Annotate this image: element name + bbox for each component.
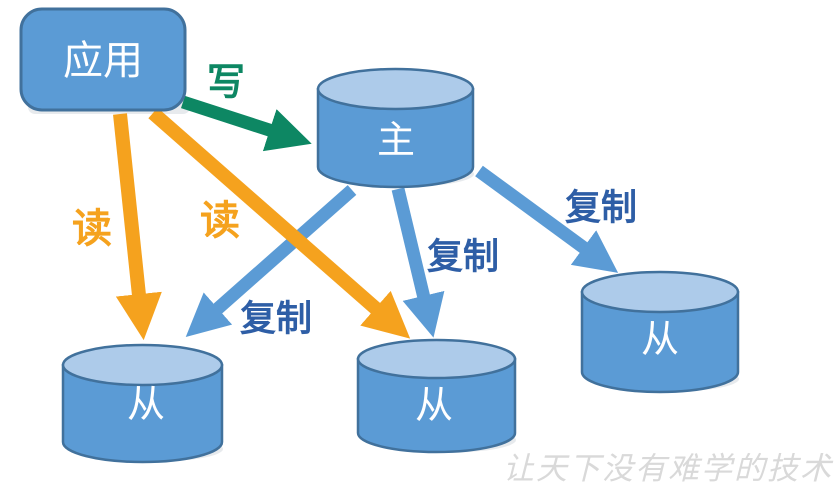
- replicate-label-middle: 复制: [427, 236, 499, 277]
- edge-read-app-to-slave2: [148, 107, 411, 339]
- slave3-cylinder-body-icon: [580, 290, 740, 394]
- replicate-label-left: 复制: [240, 298, 312, 339]
- node-slave1-database: 从: [61, 343, 224, 464]
- slave1-cylinder-body-icon: [61, 363, 224, 464]
- node-master-database: 主: [316, 67, 475, 189]
- node-slave3-database: 从: [580, 270, 740, 394]
- slave3-label: 从: [641, 319, 679, 361]
- replicate-label-right: 复制: [565, 187, 637, 228]
- edge-replicate-master-to-slave3: [475, 165, 619, 273]
- slave3-cylinder-top-icon: [580, 270, 740, 314]
- slave2-cylinder-top-icon: [356, 338, 517, 380]
- slave1-cylinder-top-icon: [61, 343, 224, 387]
- edge-read-app-to-slave1: [113, 113, 162, 341]
- read-label-middle: 读: [200, 199, 240, 243]
- app-box-shape: [19, 7, 187, 112]
- master-cylinder-body-icon: [316, 87, 475, 189]
- node-app: 应用: [19, 7, 187, 112]
- edges: [113, 95, 619, 341]
- watermark-text: 让天下没有难学的技术: [503, 451, 834, 487]
- app-label: 应用: [63, 39, 143, 83]
- edge-write-app-to-master: [180, 95, 312, 152]
- edge-replicate-master-to-slave2: [391, 187, 445, 338]
- slave2-cylinder-body-icon: [356, 357, 517, 454]
- write-label: 写: [207, 62, 245, 104]
- master-cylinder-top-icon: [316, 67, 475, 111]
- slave1-label: 从: [127, 384, 165, 426]
- node-slave2-database: 从: [356, 338, 517, 454]
- read-label-left: 读: [72, 207, 112, 251]
- edge-replicate-master-to-slave1: [185, 185, 357, 337]
- master-label: 主: [377, 120, 415, 162]
- edge-labels: 写 读 读 复制 复制 复制: [72, 62, 637, 339]
- slave2-label: 从: [415, 385, 453, 427]
